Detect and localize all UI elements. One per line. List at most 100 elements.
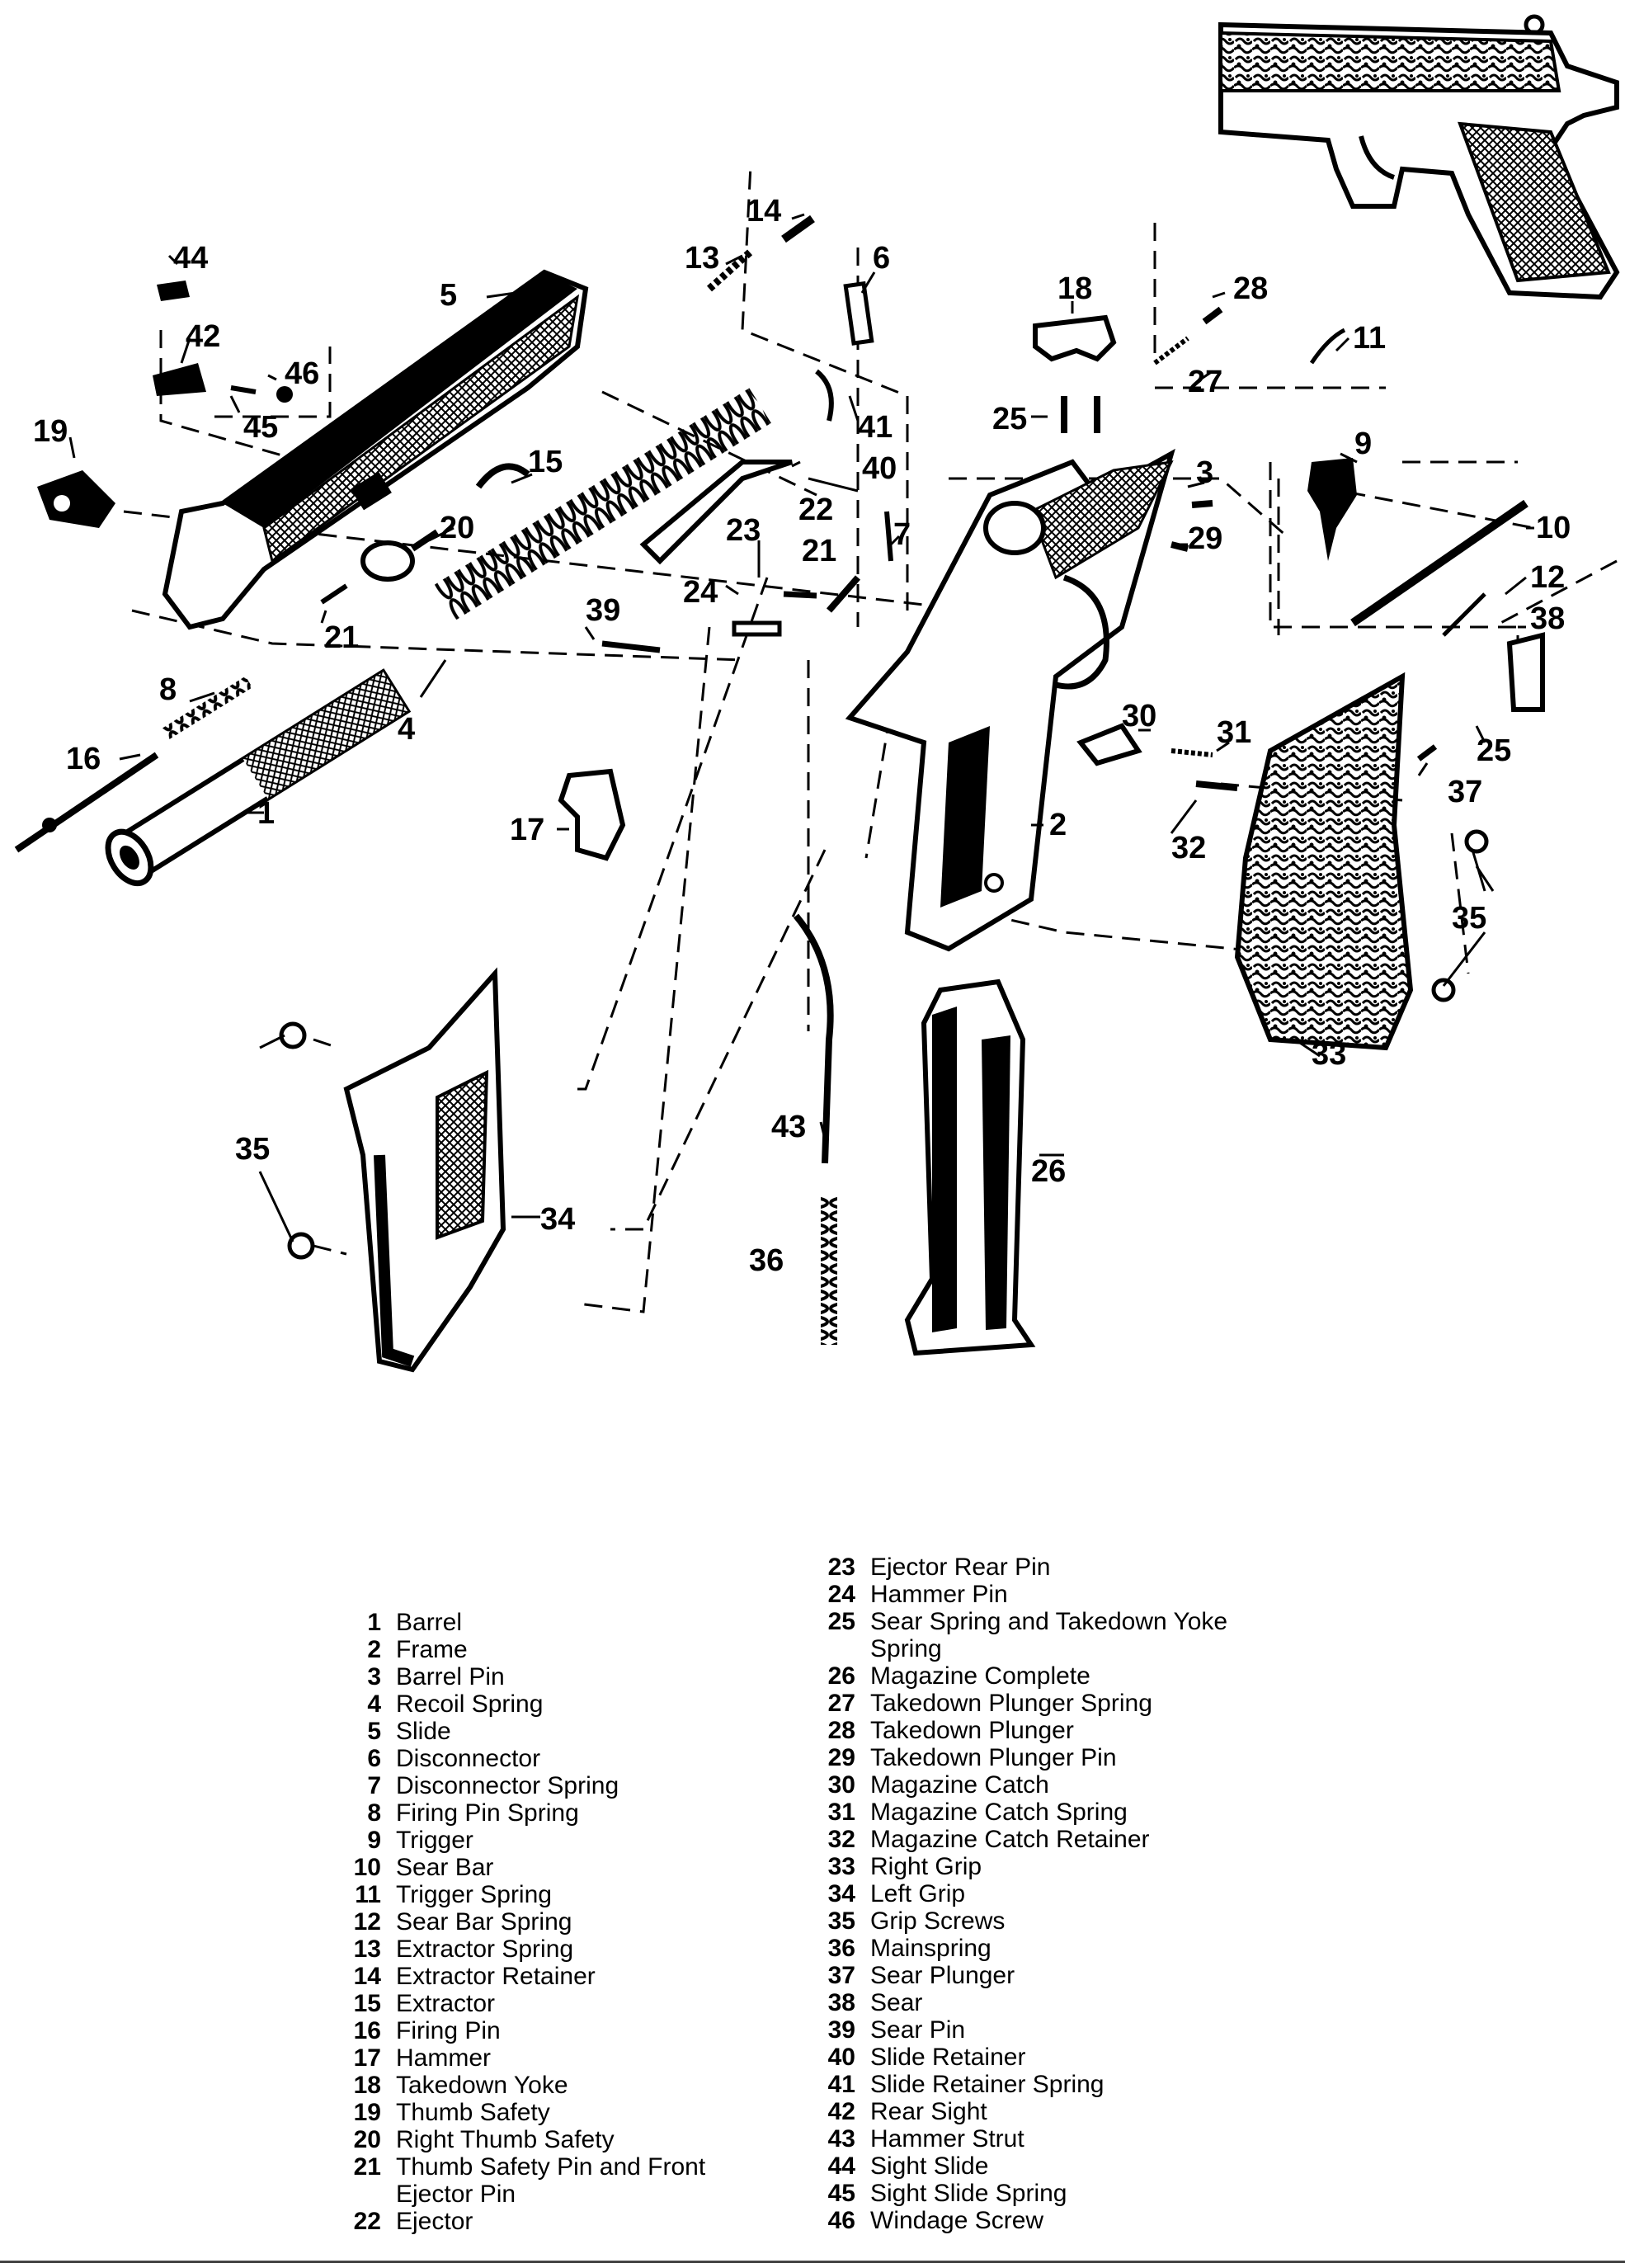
legend-part-number: 45 xyxy=(827,2180,855,2207)
legend-part-name-line: Slide Retainer xyxy=(870,2044,1026,2071)
legend-part-number: 30 xyxy=(827,1771,855,1799)
legend-row: 40 Slide Retainer xyxy=(804,2044,1227,2071)
legend-part-name: Frame xyxy=(396,1636,468,1663)
callout-leader-lines xyxy=(68,213,1534,1242)
legend-part-number: 39 xyxy=(827,2016,855,2044)
extractor-part xyxy=(475,463,530,489)
legend-part-name: Left Grip xyxy=(870,1880,965,1907)
legend-part-name-line: Grip Screws xyxy=(870,1907,1006,1935)
legend-part-name: Sear xyxy=(870,1989,922,2016)
legend-part-name-line: Hammer Pin xyxy=(870,1581,1008,1608)
legend-part-name-line: Sight Slide Spring xyxy=(870,2180,1067,2207)
callout-33: 33 xyxy=(1312,1037,1346,1072)
legend-part-name: Windage Screw xyxy=(870,2207,1043,2234)
callout-7: 7 xyxy=(893,517,911,552)
legend-part-name: Slide Retainer xyxy=(870,2044,1025,2071)
legend-part-name: Barrel Pin xyxy=(396,1663,505,1690)
legend-part-name-line: Takedown Plunger Pin xyxy=(870,1744,1117,1771)
legend-part-name: Sight Slide xyxy=(870,2152,988,2180)
legend-part-number: 21 xyxy=(353,2153,381,2181)
frame-part xyxy=(845,448,1175,952)
callout-30: 30 xyxy=(1122,699,1156,733)
legend-part-name: Sight Slide Spring xyxy=(870,2180,1067,2207)
callout-21a: 21 xyxy=(324,620,359,655)
recoil-spring-part xyxy=(434,388,771,620)
callout-39: 39 xyxy=(586,593,620,628)
legend-part-name: Rear Sight xyxy=(870,2098,987,2125)
firing-pin-part xyxy=(14,752,159,853)
legend-part-number: 41 xyxy=(827,2071,855,2098)
legend-part-name: Right Grip xyxy=(870,1853,982,1880)
legend-part-number: 9 xyxy=(367,1827,381,1854)
legend-part-name: Firing Pin Spring xyxy=(396,1799,579,1827)
legend-part-name-line: Takedown Plunger Spring xyxy=(870,1690,1152,1717)
rear-sight-part xyxy=(153,363,206,396)
windage-screw-part xyxy=(276,386,293,403)
legend-part-number: 36 xyxy=(827,1935,855,1962)
firing-pin-spring-part xyxy=(161,676,253,740)
legend-part-name: Recoil Spring xyxy=(396,1690,543,1718)
legend-part-name-line: Right Thumb Safety xyxy=(396,2126,615,2153)
legend-part-number: 16 xyxy=(353,2017,381,2044)
legend-part-name-line: Spring xyxy=(870,1635,942,1662)
callout-35b: 35 xyxy=(1452,901,1486,936)
legend-part-name: Sear Pin xyxy=(870,2016,965,2044)
mainspring-part xyxy=(821,1196,837,1345)
legend-part-number: 8 xyxy=(367,1799,381,1827)
takedown-plunger-pin-part xyxy=(1170,541,1189,552)
ejector-part xyxy=(826,575,861,613)
legend-part-name-line: Magazine Catch Retainer xyxy=(870,1826,1150,1853)
barrel-pin-part xyxy=(1191,500,1213,508)
legend-row: 9 Trigger xyxy=(330,1827,705,1854)
sear-pin-part xyxy=(601,640,661,653)
slide-retainer-part xyxy=(639,460,793,565)
callout-labels: 1 2 3 4 5 6 7 8 9 10 11 12 13 14 15 16 1… xyxy=(33,194,1571,1278)
legend-part-name-line: Ejector Rear Pin xyxy=(870,1554,1051,1581)
callout-46: 46 xyxy=(285,356,319,391)
legend-part-name: Magazine Catch xyxy=(870,1771,1049,1799)
callout-17: 17 xyxy=(510,813,544,847)
legend-part-name-line: Thumb Safety xyxy=(396,2099,550,2126)
legend-part-name-line: Ejector Pin xyxy=(396,2181,516,2208)
thumb-safety-part xyxy=(37,470,115,528)
callout-14: 14 xyxy=(747,194,781,229)
callout-20: 20 xyxy=(440,511,474,545)
legend-part-number: 44 xyxy=(827,2152,855,2180)
legend-part-number: 26 xyxy=(827,1662,855,1690)
callout-9: 9 xyxy=(1354,427,1372,461)
disconnector-part xyxy=(843,281,874,346)
takedown-yoke-part xyxy=(1033,314,1117,362)
barrel-part xyxy=(105,668,412,887)
legend-part-number: 40 xyxy=(827,2044,855,2071)
legend-part-number: 28 xyxy=(827,1717,855,1744)
legend-row: 32 Magazine Catch Retainer xyxy=(804,1826,1227,1853)
legend-part-number: 27 xyxy=(827,1690,855,1717)
legend-row: 30 Magazine Catch xyxy=(804,1771,1227,1799)
sear-bar-spring-part xyxy=(1442,592,1486,637)
sight-slide-part xyxy=(157,281,190,301)
callout-25a: 25 xyxy=(992,402,1027,436)
legend-part-number: 32 xyxy=(827,1826,855,1853)
legend-part-name-line: Disconnector xyxy=(396,1745,541,1772)
legend-part-name: Hammer Strut xyxy=(870,2125,1024,2152)
legend-part-number: 3 xyxy=(367,1663,381,1690)
legend-part-name: Slide xyxy=(396,1718,451,1745)
legend-row: 8 Firing Pin Spring xyxy=(330,1799,705,1827)
legend-part-name: Trigger xyxy=(396,1827,473,1854)
callout-5: 5 xyxy=(440,278,457,313)
legend-part-number: 34 xyxy=(827,1880,855,1907)
legend-row: 39 Sear Pin xyxy=(804,2016,1227,2044)
